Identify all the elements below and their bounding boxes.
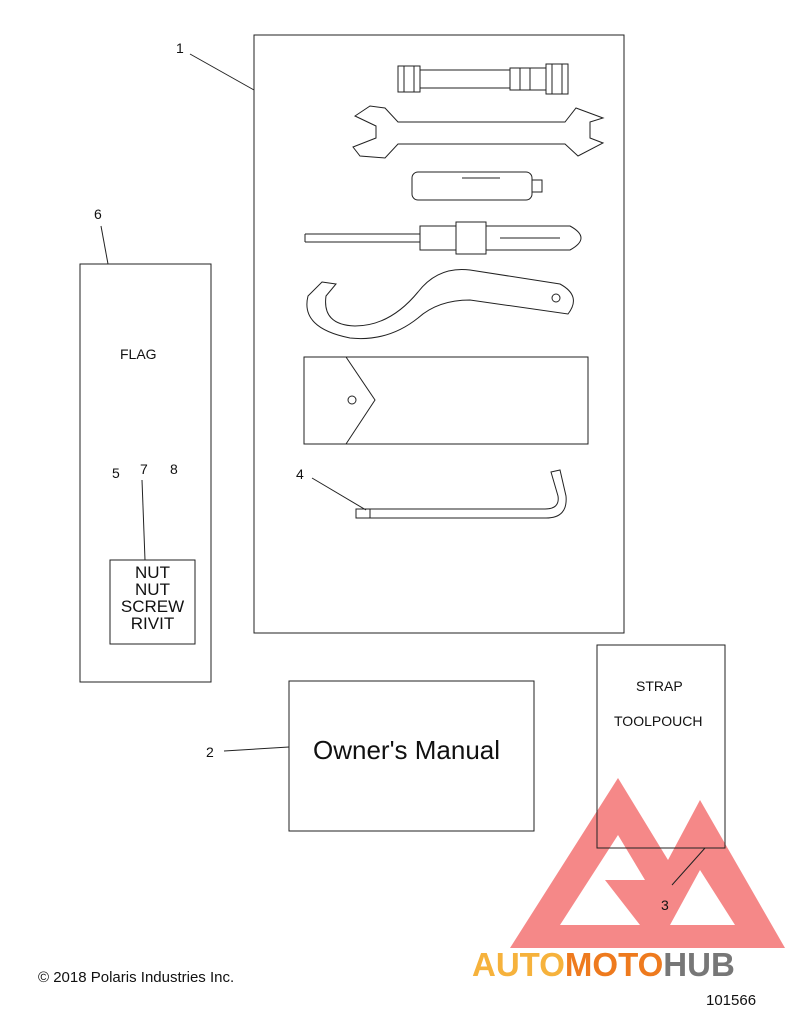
toolpouch-label: TOOLPOUCH [614, 713, 703, 729]
flag-kit-box [79, 263, 212, 683]
strap-label: STRAP [636, 678, 683, 694]
automotohub-logo-icon [510, 778, 785, 948]
hardware-item: RIVIT [130, 614, 175, 633]
spanner-wrench-icon [306, 268, 574, 340]
watermark-text: AUTOMOTOHUB [472, 948, 735, 981]
allen-key-icon [355, 469, 567, 519]
hardware-item: NUT [135, 580, 170, 599]
callout-4: 4 [296, 466, 304, 482]
manual-box [288, 680, 535, 832]
callout-2: 2 [206, 744, 214, 760]
strap-box [596, 644, 726, 849]
callout-8: 8 [170, 461, 178, 477]
hardware-box [109, 559, 196, 645]
hardware-item: NUT [135, 563, 170, 582]
callout-3: 3 [661, 897, 669, 913]
spark-plug-socket-icon [397, 63, 569, 95]
screwdriver-handle-icon [411, 171, 543, 201]
tool-kit-box [253, 34, 625, 634]
flag-label: FLAG [120, 346, 157, 362]
callout-1: 1 [176, 40, 184, 56]
screwdriver-icon [304, 221, 582, 255]
manual-label: Owner's Manual [313, 735, 501, 765]
callout-7: 7 [140, 461, 148, 477]
hardware-list: NUT NUT SCREW RIVIT [110, 564, 195, 632]
leader-line-1 [189, 53, 255, 91]
watermark-moto: MOTO [564, 946, 664, 983]
copyright: © 2018 Polaris Industries Inc. [38, 969, 235, 986]
watermark-hub: HUB [663, 946, 735, 983]
watermark-auto: AUTO [472, 946, 565, 983]
leader-line-2 [223, 746, 290, 752]
callout-6: 6 [94, 206, 102, 222]
tool-pouch-icon [303, 356, 589, 445]
leader-line-4 [311, 477, 367, 511]
open-end-wrench-icon [352, 105, 605, 159]
leader-line-6 [100, 225, 109, 265]
hardware-item: SCREW [120, 597, 185, 616]
leader-line-7 [141, 479, 146, 561]
callout-5: 5 [112, 465, 120, 481]
leader-line-3 [671, 847, 706, 886]
figure-number: 101566 [706, 992, 757, 1009]
